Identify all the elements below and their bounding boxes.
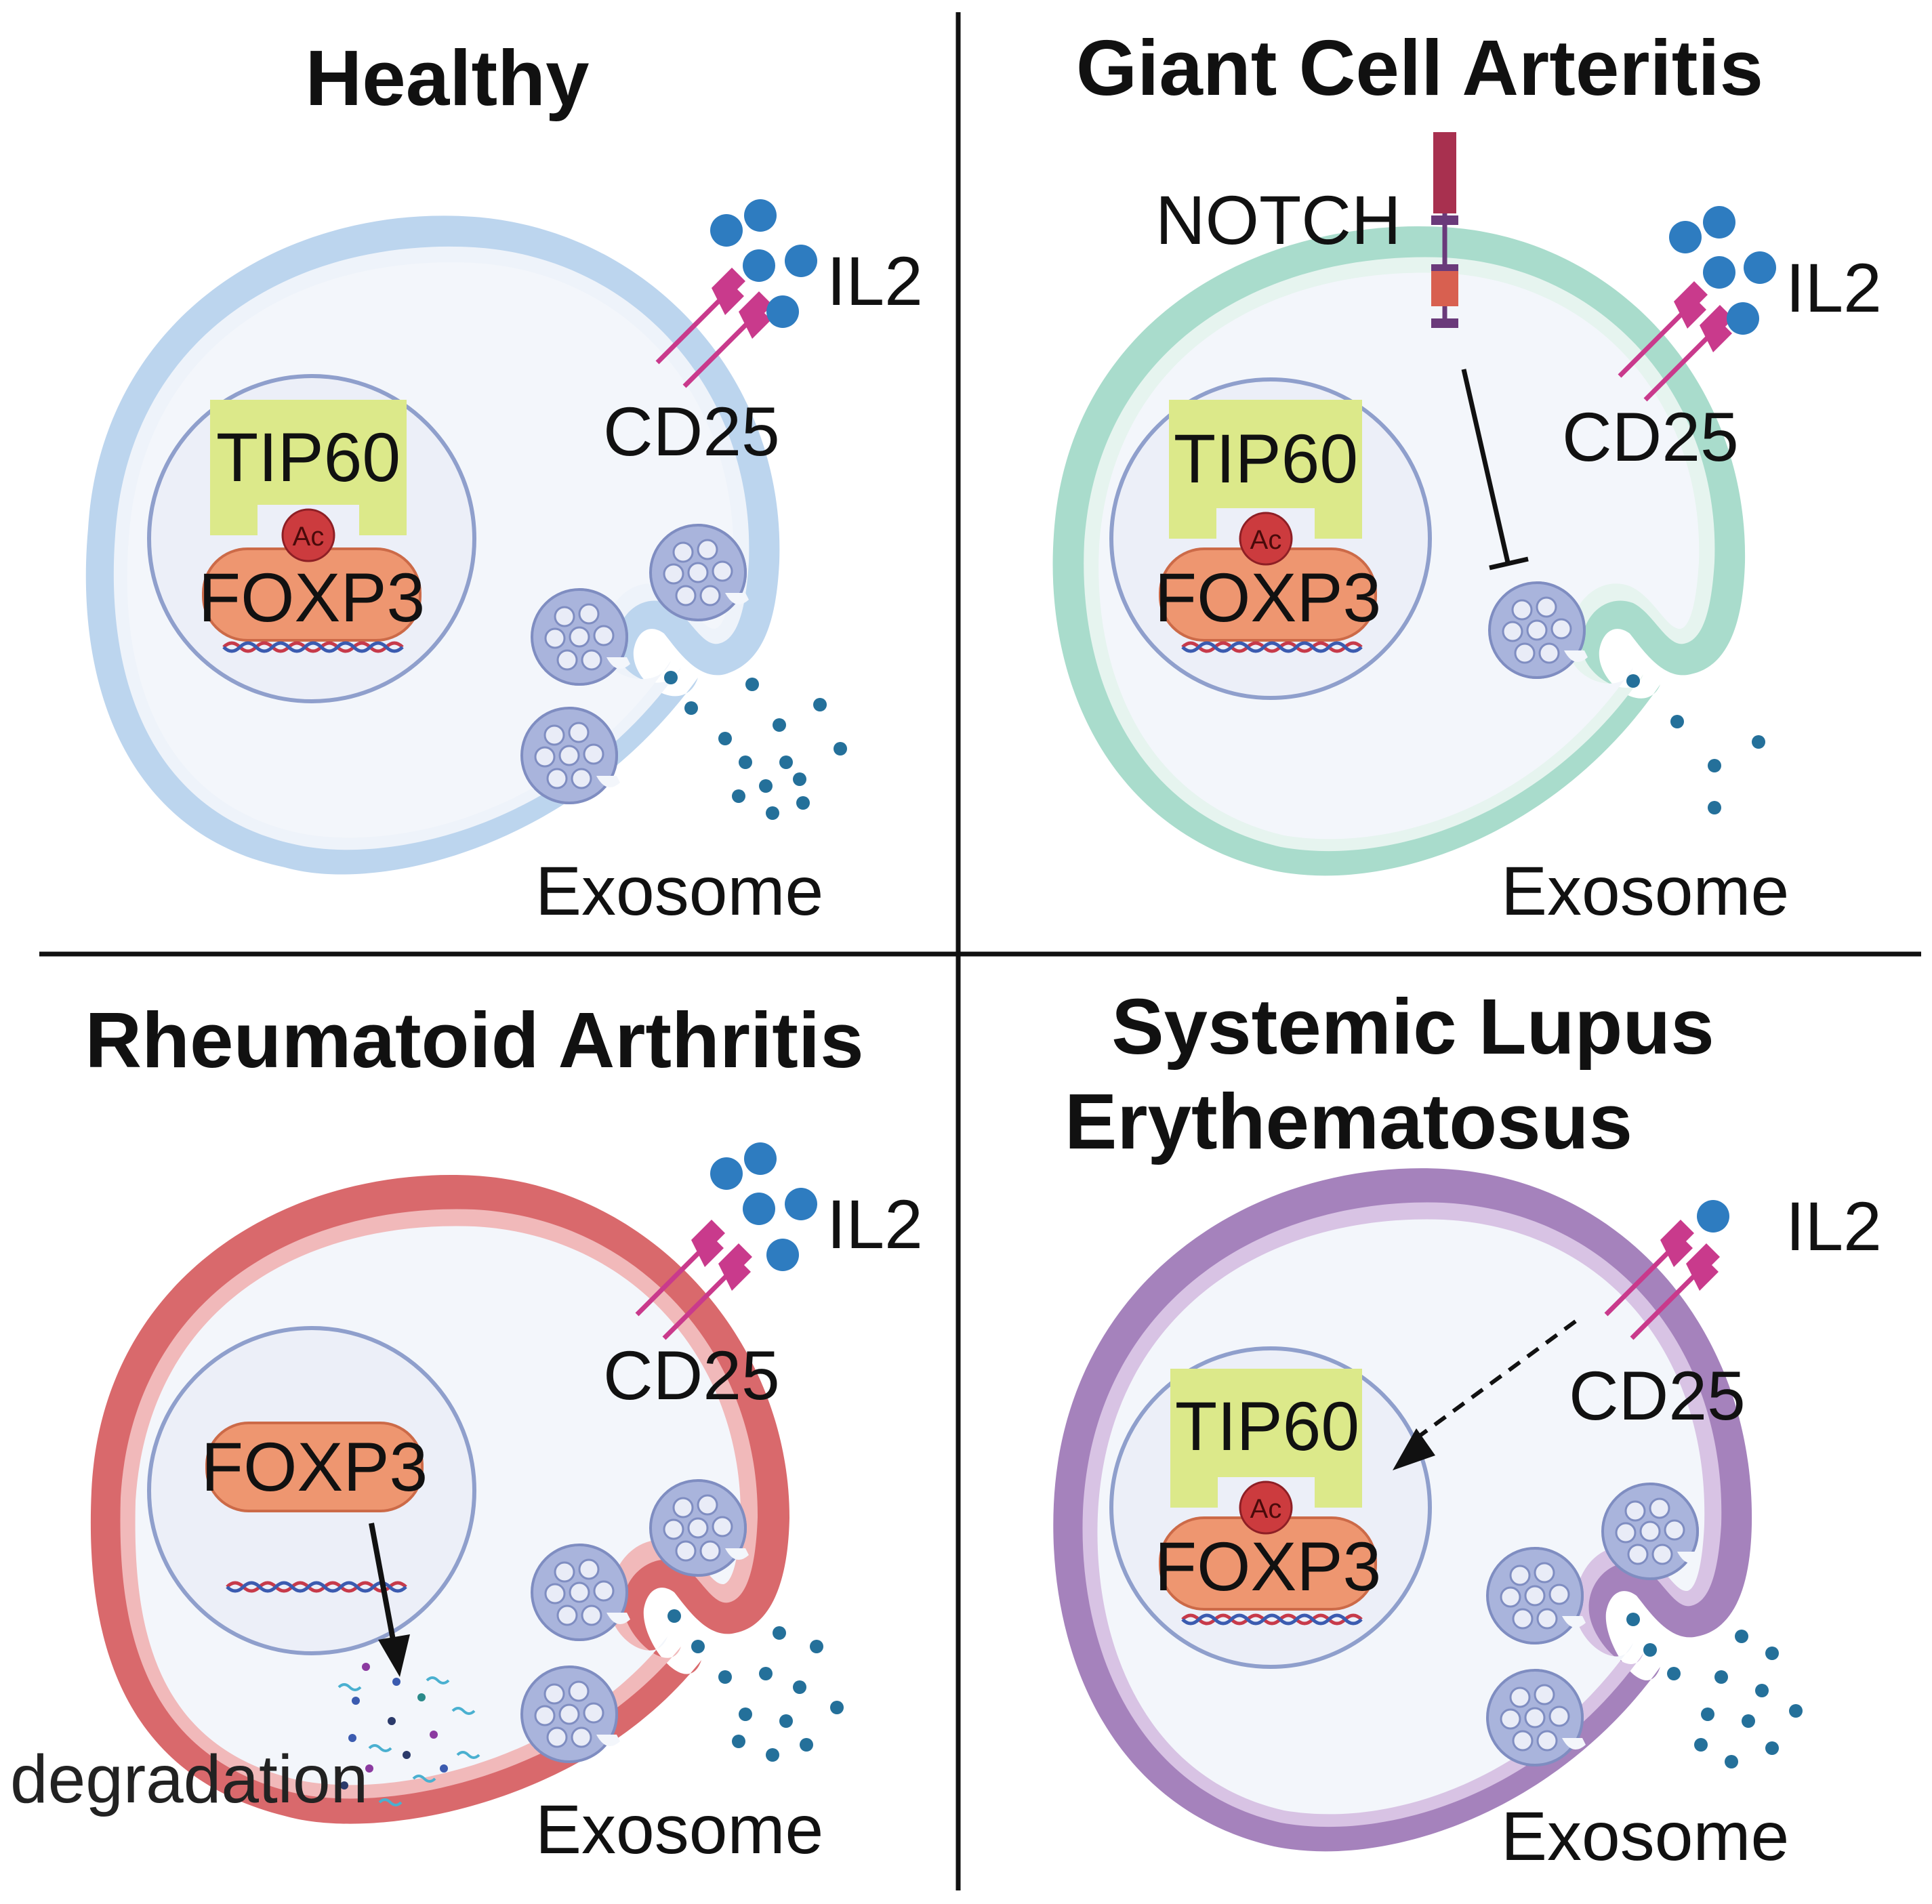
- foxp3-label: FOXP3: [199, 559, 425, 636]
- exosome-label: Exosome: [535, 852, 823, 930]
- inhibition-arrow: [1461, 369, 1529, 571]
- panel-title-line-2: Erythematosus: [1065, 1077, 1632, 1165]
- notch-label: NOTCH: [1155, 182, 1401, 259]
- foxp3-protein: [205, 1422, 424, 1512]
- il2-label: IL2: [1786, 249, 1882, 327]
- secreted-vesicles: [667, 1609, 844, 1762]
- panel-giant-cell-arteritis: Giant Cell Arteritis TIP60 FOXP3 Ac NOTC…: [1052, 24, 1882, 930]
- cd25-label: CD25: [603, 393, 780, 470]
- nucleus: TIP60 FOXP3 Ac: [1109, 377, 1432, 700]
- acetyl-group: [1239, 512, 1293, 566]
- secreted-vesicles: [1626, 674, 1765, 814]
- foxp3-label: FOXP3: [1155, 1528, 1381, 1605]
- degradation-arrow: [369, 1523, 410, 1677]
- tip60-protein: [1170, 1369, 1362, 1508]
- tip60-label: TIP60: [1174, 420, 1358, 497]
- acetyl-group: [281, 508, 335, 562]
- il2-cytokines: [1669, 206, 1776, 335]
- tip60-label: TIP60: [216, 419, 400, 496]
- il2-label: IL2: [827, 243, 923, 320]
- cd25-label: CD25: [603, 1337, 780, 1414]
- secreted-vesicles: [664, 671, 847, 820]
- degradation-label: degradation: [10, 1741, 368, 1817]
- degraded-fragments: [337, 1663, 480, 1806]
- panel-systemic-lupus-erythematosus: Systemic Lupus Erythematosus TIP60 FOXP3…: [1053, 982, 1882, 1875]
- panel-title: Giant Cell Arteritis: [1076, 24, 1763, 112]
- il2-label: IL2: [1786, 1188, 1882, 1265]
- il2-cytokines: [710, 199, 817, 328]
- acetyl-label: Ac: [1250, 525, 1282, 555]
- exosome-label: Exosome: [535, 1791, 823, 1868]
- panel-title: Rheumatoid Arthritis: [85, 996, 863, 1084]
- exosome-label: Exosome: [1501, 1798, 1789, 1875]
- foxp3-label: FOXP3: [1155, 559, 1381, 636]
- secreted-vesicles: [1626, 1613, 1803, 1768]
- il2-cytokine: [1697, 1200, 1729, 1233]
- acetyl-label: Ac: [293, 522, 325, 552]
- panel-healthy: Healthy TIP60 FOXP3 Ac: [85, 34, 923, 930]
- nucleus: TIP60 FOXP3 Ac: [1109, 1346, 1432, 1669]
- cd25-label: CD25: [1569, 1357, 1746, 1434]
- notch-receptor-icon: [1431, 132, 1458, 328]
- il2-label: IL2: [827, 1186, 923, 1263]
- acetyl-group: [1239, 1481, 1293, 1535]
- dashed-signal-arrow: [1393, 1319, 1577, 1470]
- tip60-protein: [1169, 400, 1362, 539]
- nucleus: TIP60 FOXP3 Ac: [147, 374, 476, 703]
- exosome-label: Exosome: [1501, 852, 1789, 930]
- acetyl-label: Ac: [1250, 1494, 1282, 1524]
- panel-rheumatoid-arthritis: Rheumatoid Arthritis FOXP3: [10, 996, 923, 1868]
- panel-title-line-1: Systemic Lupus: [1111, 982, 1714, 1071]
- panel-title: Healthy: [305, 34, 589, 122]
- cd25-label: CD25: [1562, 398, 1739, 476]
- tip60-protein: [210, 400, 407, 535]
- il2-cytokines: [710, 1142, 817, 1271]
- foxp3-label: FOXP3: [201, 1428, 428, 1506]
- tip60-label: TIP60: [1175, 1388, 1359, 1465]
- nucleus: FOXP3: [147, 1326, 476, 1655]
